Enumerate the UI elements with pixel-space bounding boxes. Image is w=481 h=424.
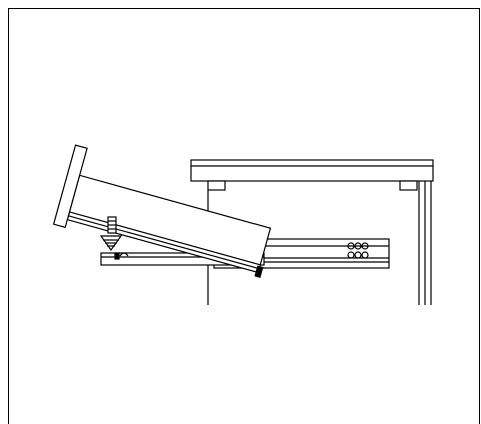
cabinet-block-right [399, 180, 418, 191]
cabinet-block-left [207, 180, 226, 191]
instruction-frame [8, 8, 480, 424]
cabinet-top-panel [190, 159, 434, 182]
press-down-arrow-icon [99, 235, 123, 252]
drawer-front-panel [52, 144, 88, 229]
front-locking-clip [107, 216, 117, 234]
tilted-drawer-box [52, 144, 272, 278]
